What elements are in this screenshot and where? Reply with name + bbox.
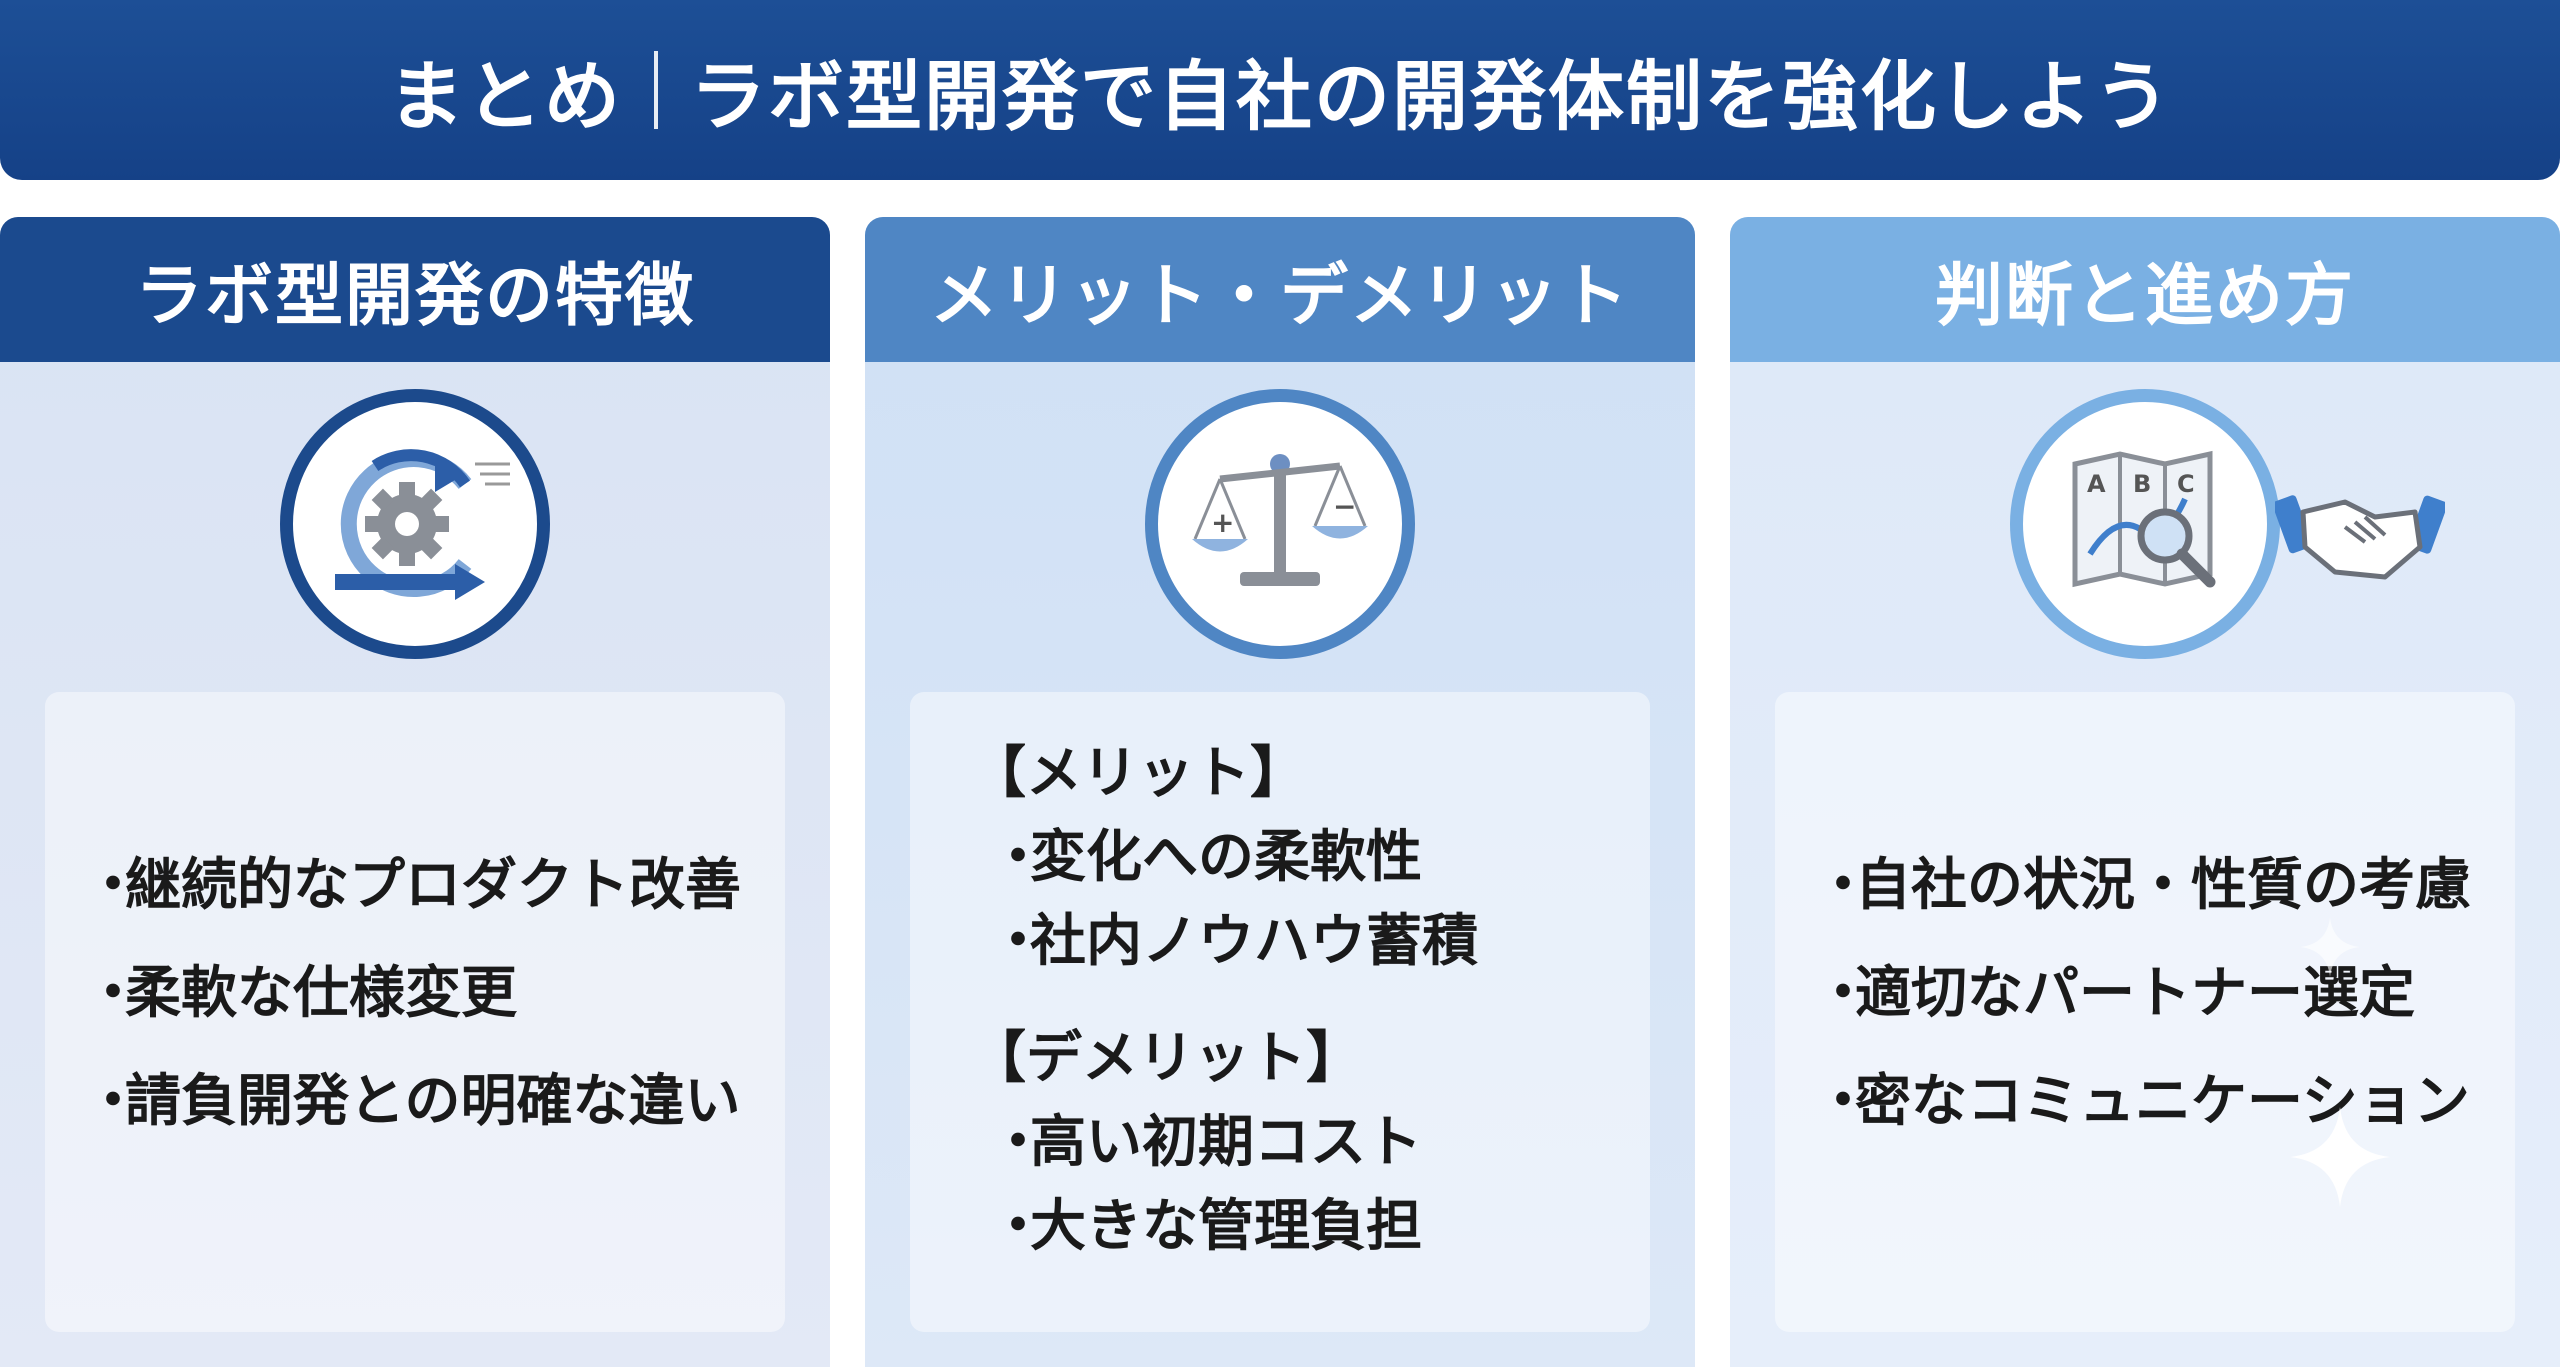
list-item: ・高い初期コスト bbox=[990, 1110, 1422, 1175]
title-prefix: まとめ bbox=[388, 52, 622, 141]
column-heading: ラボ型開発の特徴 bbox=[0, 217, 830, 362]
map-letter-b: B bbox=[2133, 470, 2151, 498]
column-heading: メリット・デメリット bbox=[865, 217, 1695, 362]
column-features: ラボ型開発の特徴 bbox=[0, 217, 830, 1367]
title-separator bbox=[654, 51, 658, 129]
features-list: ・継続的なプロダクト改善 ・柔軟な仕様変更 ・請負開発との明確な違い bbox=[85, 832, 741, 1156]
features-card: ・継続的なプロダクト改善 ・柔軟な仕様変更 ・請負開発との明確な違い bbox=[45, 692, 785, 1332]
svg-text:+: + bbox=[1211, 506, 1234, 539]
map-search-icon: A B C bbox=[2010, 389, 2280, 659]
list-item: ・柔軟な仕様変更 bbox=[85, 961, 517, 1026]
svg-text:−: − bbox=[1333, 490, 1356, 523]
list-item: ・密なコミュニケーション bbox=[1815, 1069, 2470, 1134]
list-item: ・請負開発との明確な違い bbox=[85, 1069, 741, 1134]
column-merits-demerits: メリット・デメリット + − 【メリット】 ・変化への柔軟性 ・社内ノウハウ蓄積… bbox=[865, 217, 1695, 1367]
decision-list: ・自社の状況・性質の考慮 ・適切なパートナー選定 ・密なコミュニケーション bbox=[1815, 832, 2471, 1156]
map-letter-a: A bbox=[2087, 470, 2106, 498]
page-title: ラボ型開発で自社の開発体制を強化しよう bbox=[690, 52, 2172, 141]
list-item: ・大きな管理負担 bbox=[990, 1194, 1422, 1259]
list-item: ・変化への柔軟性 bbox=[990, 825, 1422, 890]
gear-cycle-icon bbox=[280, 389, 550, 659]
list-item: ・適切なパートナー選定 bbox=[1815, 961, 2415, 1026]
demerit-heading: 【デメリット】 bbox=[970, 1026, 1362, 1091]
sparkle-icon bbox=[2290, 1107, 2390, 1207]
balance-scale-icon: + − bbox=[1145, 389, 1415, 659]
column-heading: 判断と進め方 bbox=[1730, 217, 2560, 362]
merits-list: 【メリット】 ・変化への柔軟性 ・社内ノウハウ蓄積 bbox=[970, 732, 1478, 984]
title-bar: まとめ ラボ型開発で自社の開発体制を強化しよう bbox=[0, 0, 2560, 180]
merits-card: 【メリット】 ・変化への柔軟性 ・社内ノウハウ蓄積 【デメリット】 ・高い初期コ… bbox=[910, 692, 1650, 1332]
column-decision: 判断と進め方 A B C ・自社の状況・性質の考慮 ・適切なパートナー選定 ・密… bbox=[1730, 217, 2560, 1367]
handshake-icon bbox=[2275, 495, 2445, 580]
decision-card: ・自社の状況・性質の考慮 ・適切なパートナー選定 ・密なコミュニケーション bbox=[1775, 692, 2515, 1332]
sparkle-small-icon bbox=[2300, 917, 2360, 977]
demerits-list: 【デメリット】 ・高い初期コスト ・大きな管理負担 bbox=[970, 1017, 1422, 1269]
merit-heading: 【メリット】 bbox=[970, 741, 1306, 806]
list-item: ・自社の状況・性質の考慮 bbox=[1815, 853, 2471, 918]
list-item: ・継続的なプロダクト改善 bbox=[85, 853, 741, 918]
map-letter-c: C bbox=[2177, 470, 2195, 498]
list-item: ・社内ノウハウ蓄積 bbox=[990, 909, 1478, 974]
